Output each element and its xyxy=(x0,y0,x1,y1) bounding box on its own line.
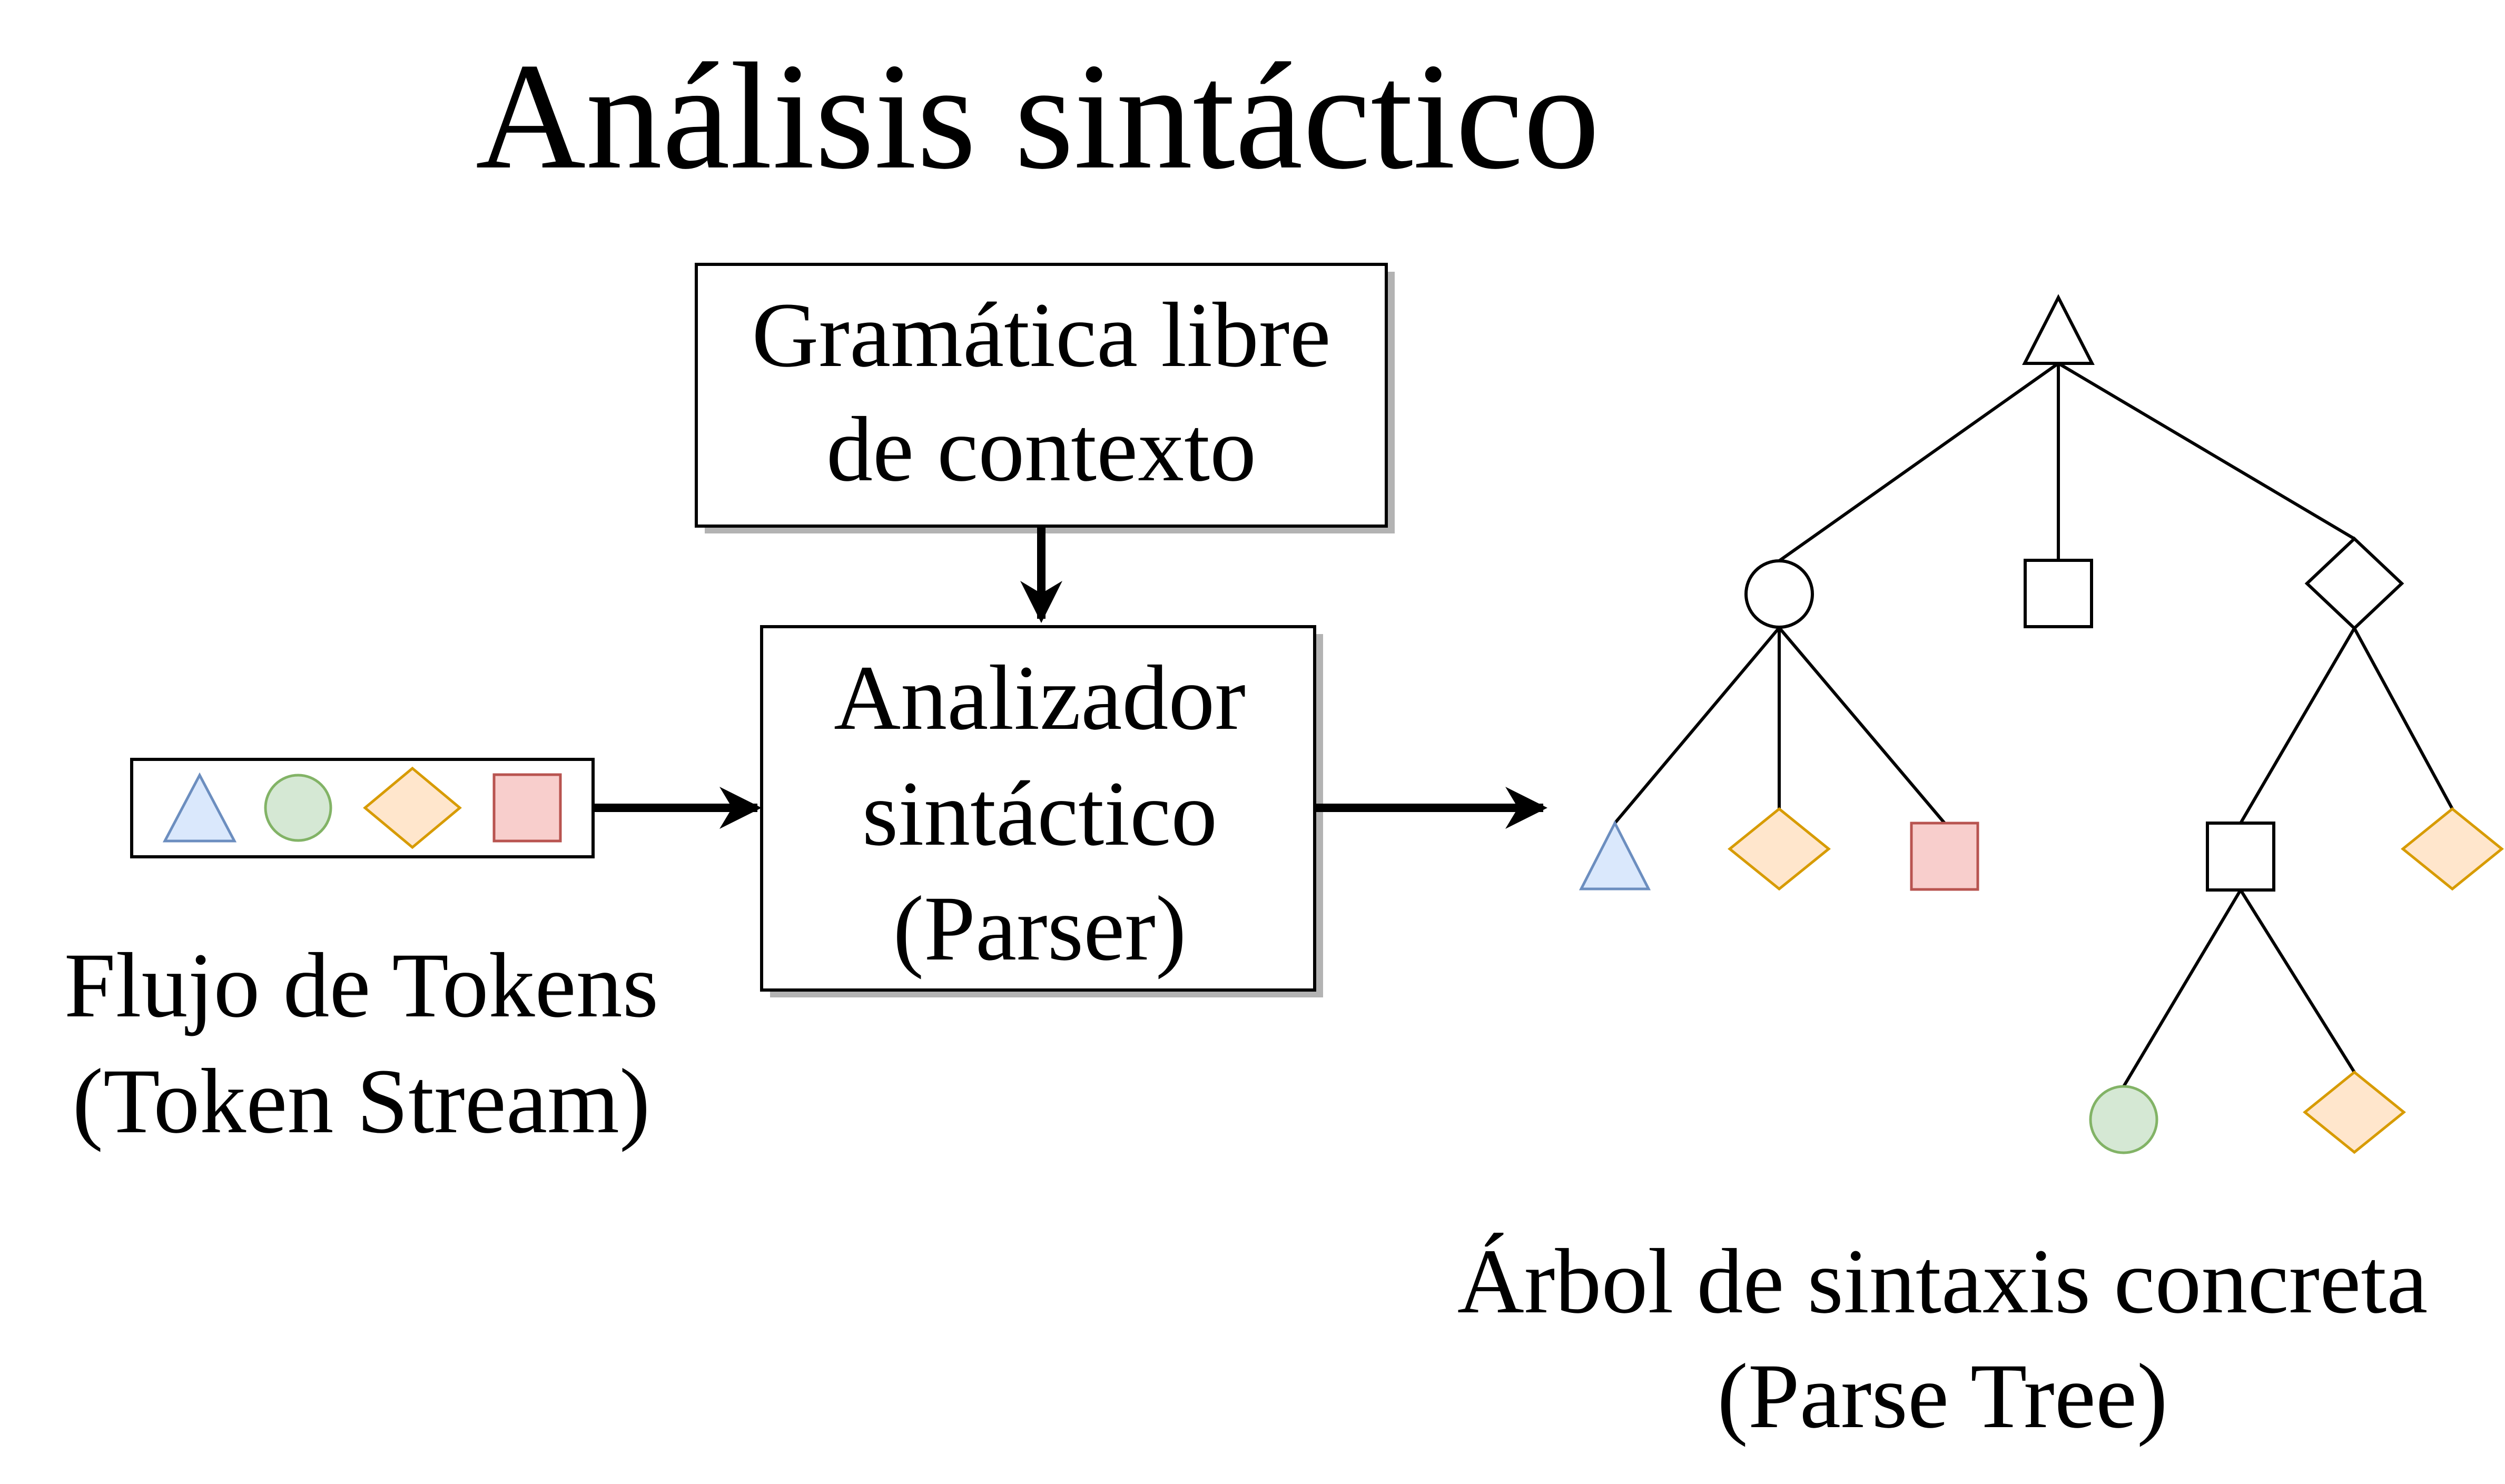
tree-leaf-triangle-icon xyxy=(1579,820,1651,891)
grammar-box-line2: de contexto xyxy=(826,398,1256,501)
parse-tree-caption-line2: (Parse Tree) xyxy=(1717,1345,2167,1448)
token-circle-icon xyxy=(264,774,332,842)
edge-circle-triangle xyxy=(1613,627,1781,824)
tree-root-triangle-icon xyxy=(2022,294,2095,365)
tree-leaf-diamond-3-icon xyxy=(2303,1070,2406,1154)
tree-leaf-diamond-icon xyxy=(1728,807,1831,891)
token-diamond-icon xyxy=(363,766,462,849)
parser-box: Analizador sintáctico (Parser) xyxy=(760,625,1323,997)
edge-root-circle xyxy=(1778,362,2059,562)
edge-square-circle xyxy=(2122,889,2242,1087)
token-triangle-icon xyxy=(162,772,237,843)
grammar-box-line1: Gramática libre xyxy=(752,284,1330,387)
parser-box-line2: sintáctico xyxy=(862,763,1217,865)
tree-node-circle-icon xyxy=(1744,559,1814,629)
edge-circle-square xyxy=(1778,627,1946,824)
token-stream xyxy=(130,758,595,858)
parser-box-line3: (Parser) xyxy=(893,877,1186,980)
edge-diamond-diamond xyxy=(2353,627,2454,810)
tree-leaf-diamond-2-icon xyxy=(2401,807,2504,891)
parse-tree-edges xyxy=(1613,362,2454,1087)
edge-root-diamond xyxy=(2057,362,2355,540)
tree-node-square-2-icon xyxy=(2206,822,2275,892)
parse-tree-caption-line1: Árbol de sintaxis concreta xyxy=(1457,1230,2428,1333)
tree-node-diamond-icon xyxy=(2304,536,2404,631)
tree-leaf-circle-icon xyxy=(2089,1085,2158,1154)
token-square-icon xyxy=(492,773,562,843)
token-stream-caption-line1: Flujo de Tokens xyxy=(64,934,658,1037)
tree-leaf-square-icon xyxy=(1910,822,1979,891)
diagram-title: Análisis sintáctico xyxy=(476,32,1600,201)
token-stream-caption-line2: (Token Stream) xyxy=(72,1050,650,1153)
grammar-box: Gramática libre de contexto xyxy=(695,263,1395,533)
parser-box-line1: Analizador xyxy=(834,647,1246,749)
edge-diamond-square xyxy=(2239,627,2356,824)
parser-box-frame xyxy=(760,625,1316,992)
edge-square-diamond xyxy=(2239,889,2356,1073)
grammar-box-frame xyxy=(695,263,1388,528)
parse-tree xyxy=(1579,294,2504,1154)
tree-node-square-icon xyxy=(2024,559,2093,628)
